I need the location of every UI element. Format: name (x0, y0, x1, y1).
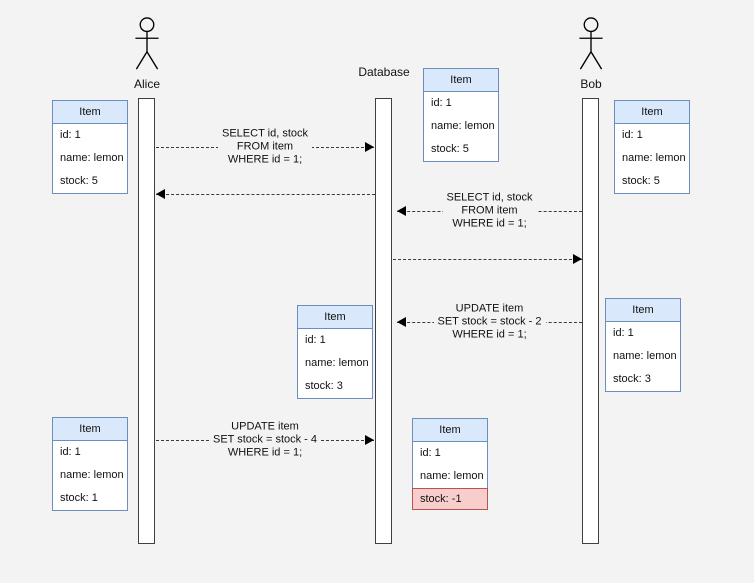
item-field-id: id: 1 (60, 446, 81, 458)
arrowhead-left-icon (397, 206, 406, 216)
message-alice-update: UPDATE item SET stock = stock - 4 WHERE … (156, 419, 374, 461)
item-field-stock: stock: 5 (60, 175, 98, 187)
arrowhead-left-icon (156, 189, 165, 199)
item-field-stock: stock: 3 (613, 373, 651, 385)
item-field-id: id: 1 (305, 334, 326, 346)
message-return-to-alice (156, 189, 375, 199)
item-box-title: Item (298, 306, 372, 329)
item-box-title: Item (424, 69, 498, 92)
item-box-title: Item (53, 418, 127, 441)
item-field-name: name: lemon (420, 470, 484, 482)
item-field-stock: stock: 3 (305, 380, 343, 392)
arrowhead-right-icon (573, 254, 582, 264)
message-bob-select: SELECT id, stock FROM item WHERE id = 1; (397, 190, 582, 232)
item-box-db-initial: Item id: 1 name: lemon stock: 5 (423, 68, 499, 162)
item-box-title: Item (413, 419, 487, 442)
item-field-name: name: lemon (622, 152, 686, 164)
activation-bar-alice (138, 98, 155, 544)
actor-bob: Bob (561, 17, 621, 91)
item-box-bob-after-update: Item id: 1 name: lemon stock: 3 (605, 298, 681, 392)
message-alice-update-label: UPDATE item SET stock = stock - 4 WHERE … (208, 419, 322, 461)
item-box-db-final: Item id: 1 name: lemon stock: -1 (412, 418, 488, 510)
item-box-bob-read: Item id: 1 name: lemon stock: 5 (614, 100, 690, 194)
item-field-name: name: lemon (60, 469, 124, 481)
person-icon (135, 17, 159, 70)
actor-alice: Alice (117, 17, 177, 91)
item-box-title: Item (606, 299, 680, 322)
item-field-id: id: 1 (622, 129, 643, 141)
item-field-name: name: lemon (613, 350, 677, 362)
activation-bar-database (375, 98, 392, 544)
message-alice-select: SELECT id, stock FROM item WHERE id = 1; (156, 126, 374, 168)
item-field-stock: stock: 1 (60, 492, 98, 504)
item-field-stock: stock: 5 (431, 143, 469, 155)
item-field-id: id: 1 (613, 327, 634, 339)
item-field-id: id: 1 (60, 129, 81, 141)
lifeline-database-label: Database (358, 65, 410, 79)
item-field-name: name: lemon (60, 152, 124, 164)
item-field-name: name: lemon (431, 120, 495, 132)
person-icon (579, 17, 603, 70)
item-box-alice-read: Item id: 1 name: lemon stock: 5 (52, 100, 128, 194)
item-field-stock: stock: 5 (622, 175, 660, 187)
actor-alice-label: Alice (133, 77, 160, 91)
item-field-stock-negative-alert: stock: -1 (412, 488, 488, 510)
item-field-name: name: lemon (305, 357, 369, 369)
actor-bob-label: Bob (580, 77, 602, 91)
item-field-id: id: 1 (431, 97, 452, 109)
item-box-alice-after-update: Item id: 1 name: lemon stock: 1 (52, 417, 128, 511)
message-bob-select-label: SELECT id, stock FROM item WHERE id = 1; (442, 190, 537, 232)
item-field-id: id: 1 (420, 447, 441, 459)
activation-bar-bob (582, 98, 599, 544)
arrowhead-right-icon (365, 435, 374, 445)
item-box-title: Item (615, 101, 689, 124)
message-return-to-bob (393, 254, 582, 264)
arrowhead-right-icon (365, 142, 374, 152)
message-alice-select-label: SELECT id, stock FROM item WHERE id = 1; (218, 126, 312, 168)
message-bob-update: UPDATE item SET stock = stock - 2 WHERE … (397, 301, 582, 343)
item-box-db-after-bob-update: Item id: 1 name: lemon stock: 3 (297, 305, 373, 399)
message-bob-update-label: UPDATE item SET stock = stock - 2 WHERE … (433, 301, 546, 343)
arrowhead-left-icon (397, 317, 406, 327)
item-box-title: Item (53, 101, 127, 124)
